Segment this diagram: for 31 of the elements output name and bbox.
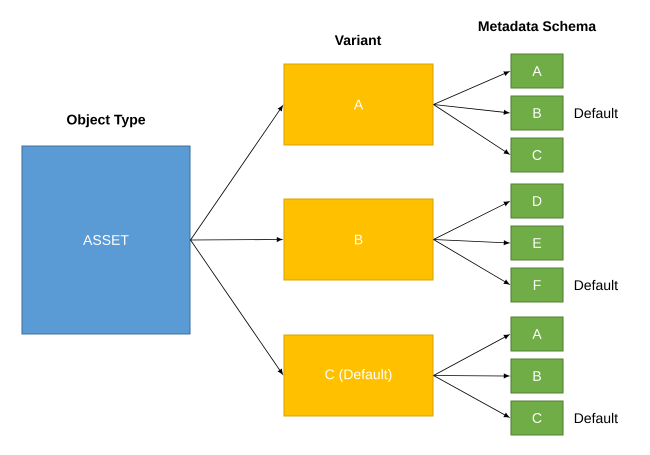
column-heading: Variant [334, 34, 382, 46]
arrow [433, 239, 510, 285]
arrow [433, 239, 510, 246]
column-heading: Metadata Schema [478, 20, 596, 32]
variant-box: B [283, 198, 434, 281]
arrow [190, 237, 282, 242]
schema-box: A [510, 316, 564, 352]
arrow [190, 105, 283, 240]
arrow [190, 240, 283, 375]
schema-box: C [510, 137, 564, 173]
arrow [433, 201, 510, 240]
schema-box: B [510, 95, 564, 131]
arrow [433, 71, 510, 105]
schema-box: A [510, 53, 564, 89]
side-note: Default [574, 280, 618, 290]
side-note: Default [574, 412, 618, 424]
variant-box: A [283, 63, 434, 146]
arrow [433, 334, 510, 376]
variant-box: C (Default) [283, 334, 434, 417]
schema-box: F [510, 267, 564, 303]
schema-box: D [510, 183, 564, 219]
arrow [433, 104, 510, 155]
schema-box: B [510, 358, 564, 394]
object-box: ASSET [21, 145, 191, 335]
schema-box: C [510, 400, 564, 436]
box-heading: Object Type [67, 114, 146, 128]
arrow [433, 374, 510, 378]
schema-box: E [510, 225, 564, 261]
arrow [433, 104, 510, 115]
side-note: Default [574, 108, 618, 118]
arrow [433, 375, 510, 418]
